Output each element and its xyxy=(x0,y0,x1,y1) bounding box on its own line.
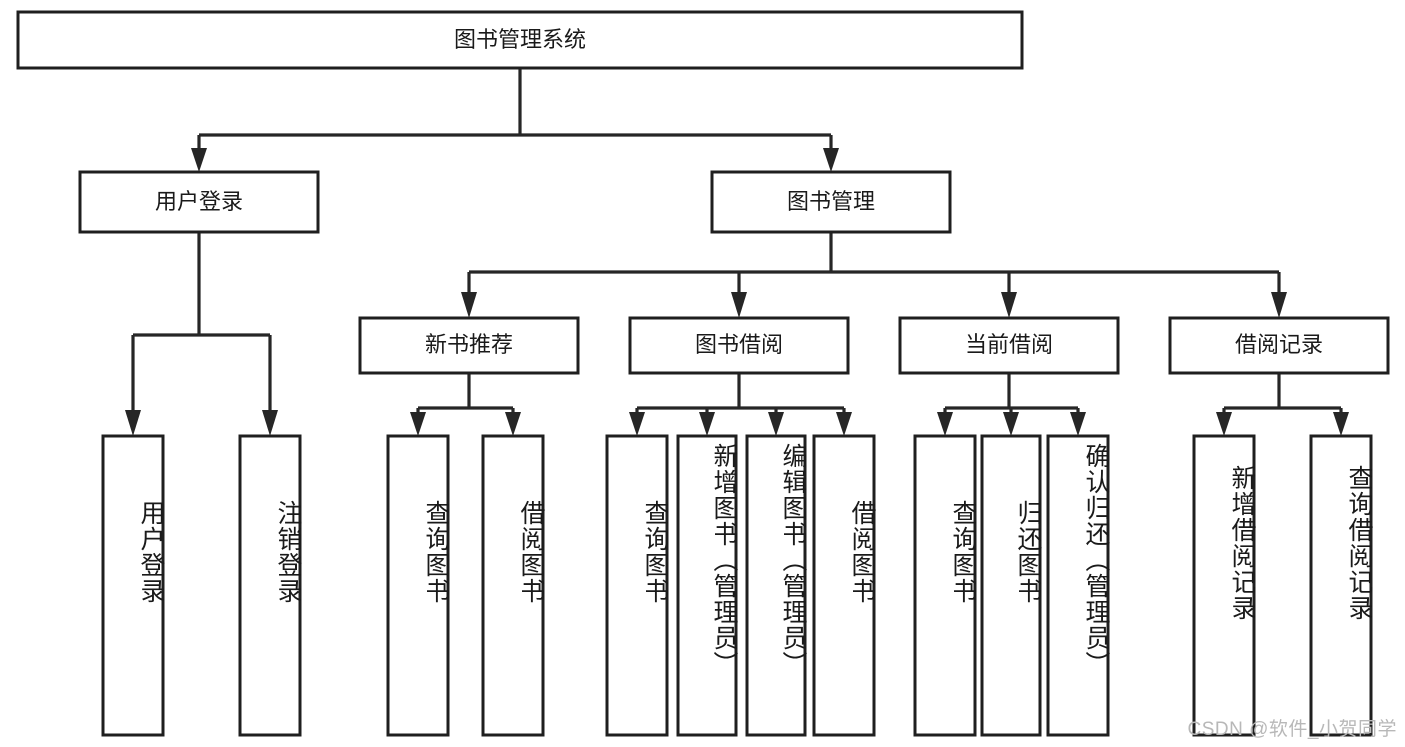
leaf-rect-edit-book[interactable] xyxy=(745,434,807,737)
arrow-head-leaf-return-book xyxy=(1003,412,1019,436)
node-book-borrow-rect[interactable] xyxy=(628,316,850,375)
leaf-rect-add-record[interactable] xyxy=(1192,434,1256,737)
connector-layer xyxy=(125,68,1349,436)
leaf-rect-borrow-book-2[interactable] xyxy=(812,434,876,737)
leaf-rect-confirm-return[interactable] xyxy=(1046,434,1110,737)
node-root-label: 图书管理系统 xyxy=(454,27,586,52)
node-borrow-record[interactable]: 借阅记录 xyxy=(1168,316,1390,375)
arrow-head-leaf-borrow-book-1 xyxy=(505,412,521,436)
arrow-head-to-book-mgmt xyxy=(823,148,839,172)
node-book-borrow[interactable]: 图书借阅 xyxy=(628,316,850,375)
node-borrow-record-rect[interactable] xyxy=(1168,316,1390,375)
node-book-borrow-label: 图书借阅 xyxy=(695,332,783,357)
arrow-head-to-book-borrow xyxy=(731,292,747,318)
arrow-head-leaf-add-book xyxy=(699,412,715,436)
node-user-login-label: 用户登录 xyxy=(155,189,243,214)
node-book-mgmt-label: 图书管理 xyxy=(787,189,875,214)
arrow-head-leaf-edit-book xyxy=(768,412,784,436)
node-borrow-record-label: 借阅记录 xyxy=(1235,332,1323,357)
arrow-head-leaf-query-book-2 xyxy=(629,412,645,436)
leaf-rect-logout[interactable] xyxy=(238,434,302,737)
arrow-head-to-borrow-record xyxy=(1271,292,1287,318)
arrow-head-leaf-logout xyxy=(262,410,278,436)
node-new-book-rec[interactable]: 新书推荐 xyxy=(358,316,580,375)
watermark-text: CSDN @软件_小贺同学 xyxy=(1187,719,1397,740)
node-user-login[interactable]: 用户登录 xyxy=(78,170,320,234)
arrow-head-to-current-borrow xyxy=(1001,292,1017,318)
arrow-head-leaf-user-login xyxy=(125,410,141,436)
leaf-rect-user-login[interactable] xyxy=(101,434,165,737)
arrow-head-leaf-borrow-book-2 xyxy=(836,412,852,436)
node-book-mgmt-rect[interactable] xyxy=(710,170,952,234)
leaf-rect-query-book-2[interactable] xyxy=(605,434,669,737)
node-current-borrow-label: 当前借阅 xyxy=(965,332,1053,357)
leaf-rect-query-book-1[interactable] xyxy=(386,434,450,737)
node-new-book-rec-rect[interactable] xyxy=(358,316,580,375)
arrow-head-leaf-query-book-1 xyxy=(410,412,426,436)
node-root-rect[interactable] xyxy=(16,10,1024,70)
node-current-borrow[interactable]: 当前借阅 xyxy=(898,316,1120,375)
arrow-head-to-new-book-rec xyxy=(461,292,477,318)
leaf-rect-query-book-3[interactable] xyxy=(913,434,977,737)
leaf-rect-borrow-book-1[interactable] xyxy=(481,434,545,737)
node-root[interactable]: 图书管理系统 xyxy=(16,10,1024,70)
leaf-rect-query-record[interactable] xyxy=(1309,434,1373,737)
leaf-rect-add-book[interactable] xyxy=(676,434,738,737)
node-new-book-rec-label: 新书推荐 xyxy=(425,332,513,357)
arrow-head-leaf-query-book-3 xyxy=(937,412,953,436)
node-book-mgmt[interactable]: 图书管理 xyxy=(710,170,952,234)
leaf-rect-layer xyxy=(101,434,1373,737)
arrow-head-leaf-query-record xyxy=(1333,412,1349,436)
arrow-head-leaf-add-record xyxy=(1216,412,1232,436)
leaf-rect-return-book[interactable] xyxy=(980,434,1042,737)
arrow-head-to-user-login xyxy=(191,148,207,172)
node-user-login-rect[interactable] xyxy=(78,170,320,234)
node-current-borrow-rect[interactable] xyxy=(898,316,1120,375)
arrow-head-leaf-confirm-return xyxy=(1070,412,1086,436)
